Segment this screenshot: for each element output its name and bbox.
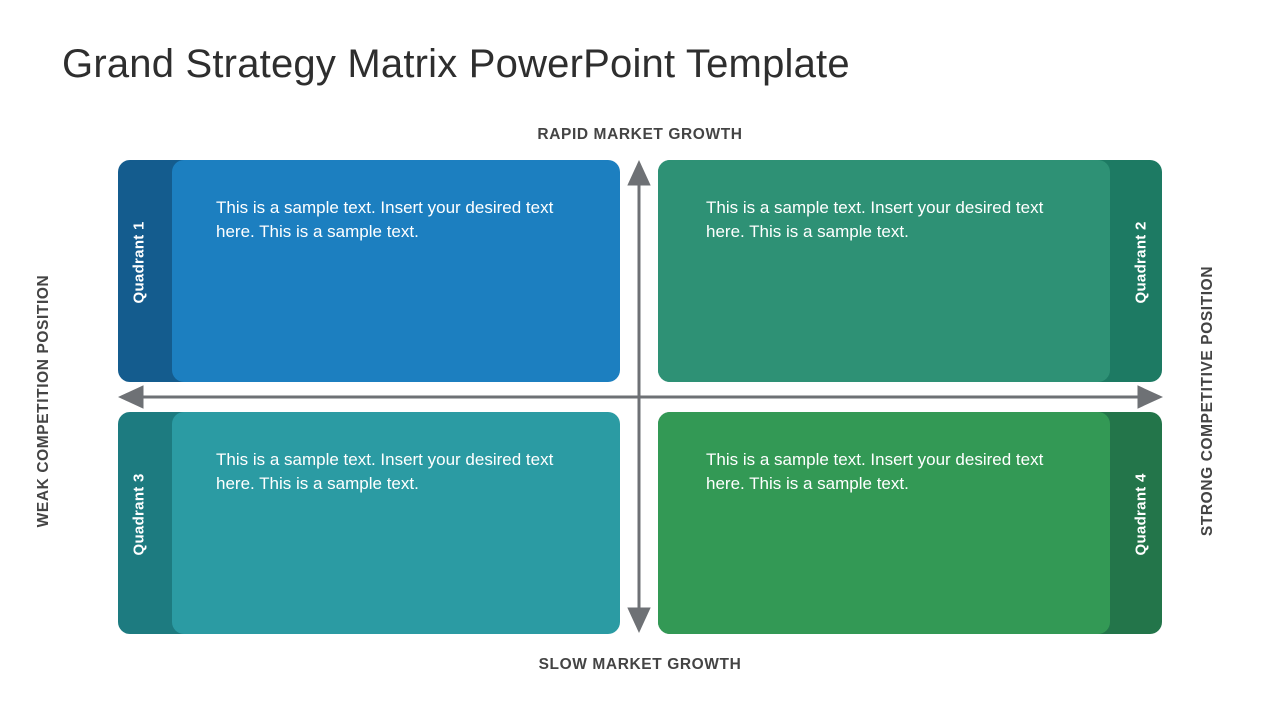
quadrant-4-body-text: This is a sample text. Insert your desir… [706, 450, 1044, 493]
quadrant-3-panel[interactable] [172, 412, 620, 634]
quadrant-4-panel[interactable] [658, 412, 1110, 634]
quadrant-2[interactable]: Quadrant 2 This is a sample text. Insert… [658, 160, 1162, 382]
quadrant-3-label: Quadrant 3 [130, 473, 148, 556]
quadrant-1-body-text: This is a sample text. Insert your desir… [216, 198, 554, 241]
quadrant-3[interactable]: Quadrant 3 This is a sample text. Insert… [118, 412, 620, 634]
quadrant-1-label: Quadrant 1 [130, 221, 148, 304]
quadrant-4-label: Quadrant 4 [1132, 473, 1150, 556]
quadrant-2-label: Quadrant 2 [1132, 221, 1150, 304]
page-title: Grand Strategy Matrix PowerPoint Templat… [62, 42, 850, 86]
quadrant-2-panel[interactable] [658, 160, 1110, 382]
quadrant-2-body-text: This is a sample text. Insert your desir… [706, 198, 1044, 241]
quadrant-1-panel[interactable] [172, 160, 620, 382]
axis-label-top: RAPID MARKET GROWTH [537, 126, 743, 143]
quadrant-4[interactable]: Quadrant 4 This is a sample text. Insert… [658, 412, 1162, 634]
quadrant-1[interactable]: Quadrant 1 This is a sample text. Insert… [118, 160, 620, 382]
axis-label-bottom: SLOW MARKET GROWTH [538, 656, 742, 673]
quadrant-3-body-text: This is a sample text. Insert your desir… [216, 450, 554, 493]
